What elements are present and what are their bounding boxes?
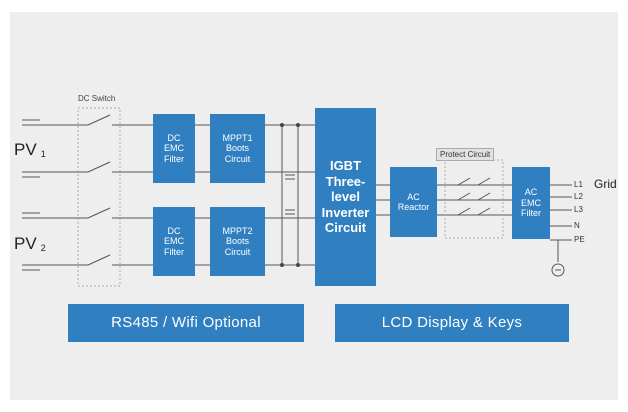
protect-circuit-label: Protect Circuit	[436, 148, 495, 161]
rs485-wifi-optional-bar: RS485 / Wifi Optional	[68, 304, 304, 342]
dc-emc-filter-1: DC EMC Filter	[153, 114, 195, 183]
terminal-pe: PE	[574, 235, 585, 244]
terminal-n: N	[574, 221, 580, 230]
mppt2-boost-circuit: MPPT2 Boots Circuit	[210, 207, 265, 276]
terminal-l1: L1	[574, 180, 583, 189]
dc-switch-label: DC Switch	[78, 94, 116, 103]
grid-label: Grid	[594, 177, 617, 191]
terminal-l3: L3	[574, 205, 583, 214]
ac-emc-filter: AC EMC Filter	[512, 167, 550, 239]
igbt-inverter-circuit: IGBT Three- level Inverter Circuit	[315, 108, 376, 286]
protect-circuit-box	[444, 159, 504, 239]
mppt1-boost-circuit: MPPT1 Boots Circuit	[210, 114, 265, 183]
lcd-display-keys-bar: LCD Display & Keys	[335, 304, 569, 342]
dc-switch-box	[77, 107, 121, 287]
ground-icon	[551, 263, 565, 277]
terminal-l2: L2	[574, 192, 583, 201]
dc-emc-filter-2: DC EMC Filter	[153, 207, 195, 276]
ac-reactor: AC Reactor	[390, 167, 437, 237]
